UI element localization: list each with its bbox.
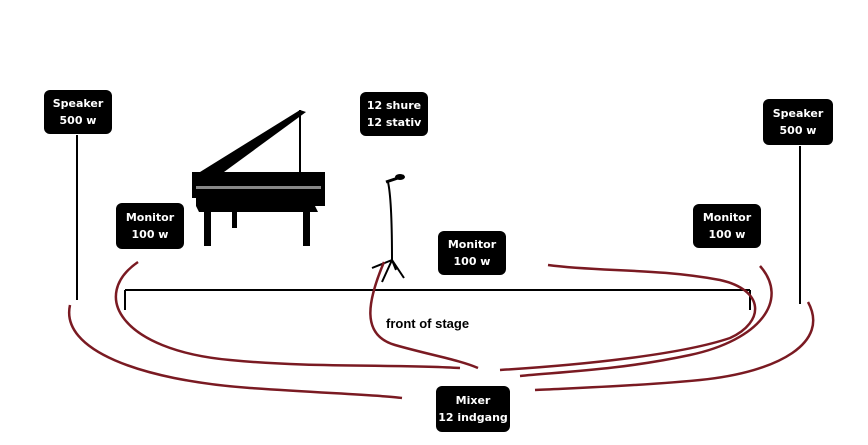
mics-box: 12 shure 12 stativ — [360, 92, 428, 136]
monitor-left-box: Monitor 100 w — [116, 203, 184, 249]
mixer-box: Mixer 12 indgang — [436, 386, 510, 432]
cable-speaker-right — [534, 301, 815, 392]
grand-piano-icon — [192, 110, 325, 246]
monitor-left-power: 100 w — [131, 228, 169, 241]
cable-monitor-center — [499, 263, 757, 372]
monitor-left-label: Monitor — [125, 211, 175, 224]
cables — [67, 260, 815, 400]
speaker-right-box: Speaker 500 w — [763, 99, 833, 145]
cable-speaker-left — [67, 304, 403, 400]
mics-stands: 12 stativ — [366, 116, 422, 129]
front-of-stage-label: front of stage — [386, 316, 470, 331]
speaker-left-label: Speaker — [52, 97, 104, 110]
speaker-left-box: Speaker 500 w — [44, 90, 112, 134]
monitor-right-box: Monitor 100 w — [693, 204, 761, 248]
monitor-center-box: Monitor 100 w — [438, 231, 506, 275]
cable-monitor-right — [519, 265, 773, 378]
speaker-right-label: Speaker — [772, 107, 824, 120]
monitor-center-label: Monitor — [447, 238, 497, 251]
monitor-right-power: 100 w — [708, 228, 746, 241]
speaker-left-power: 500 w — [59, 114, 97, 127]
monitor-center-power: 100 w — [453, 255, 491, 268]
cable-microphones — [369, 261, 479, 370]
microphone-stand-icon — [371, 174, 405, 283]
mixer-label: Mixer — [455, 394, 491, 407]
front-of-stage-line — [124, 289, 751, 310]
monitor-right-label: Monitor — [702, 211, 752, 224]
mixer-inputs: 12 indgang — [438, 411, 508, 424]
mics-count: 12 shure — [366, 99, 422, 112]
speaker-right-power: 500 w — [779, 124, 817, 137]
cable-monitor-left — [114, 260, 461, 370]
